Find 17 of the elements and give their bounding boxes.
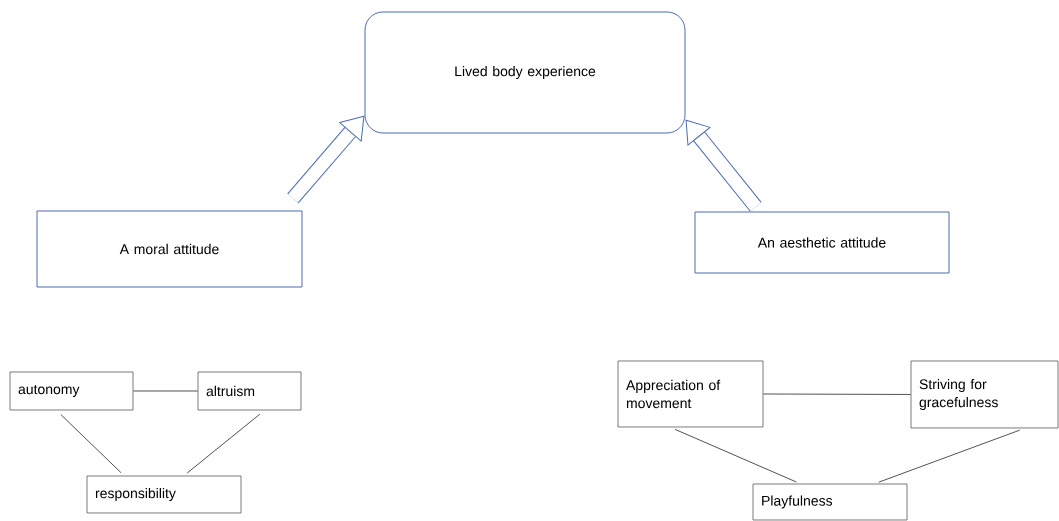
concept-box: autonomy	[9, 371, 134, 411]
connector-line	[60, 414, 122, 474]
attitude-box: An aesthetic attitude	[694, 211, 950, 274]
block-arrow	[685, 119, 762, 212]
connector-line	[763, 393, 911, 395]
connector-line	[878, 429, 1021, 483]
concept-box: responsibility	[86, 475, 242, 514]
block-arrow	[287, 115, 365, 204]
concept-box: altruism	[197, 371, 302, 411]
connector-line	[133, 390, 198, 392]
concept-box: Appreciation of movement	[617, 360, 764, 428]
attitude-box: A moral attitude	[36, 210, 303, 288]
connector-line	[674, 429, 797, 483]
concept-box: Playfulness	[752, 483, 908, 521]
rounded-box: Lived body experience	[364, 11, 686, 134]
connector-line	[186, 413, 261, 474]
concept-box: Striving for gracefulness	[910, 360, 1059, 429]
